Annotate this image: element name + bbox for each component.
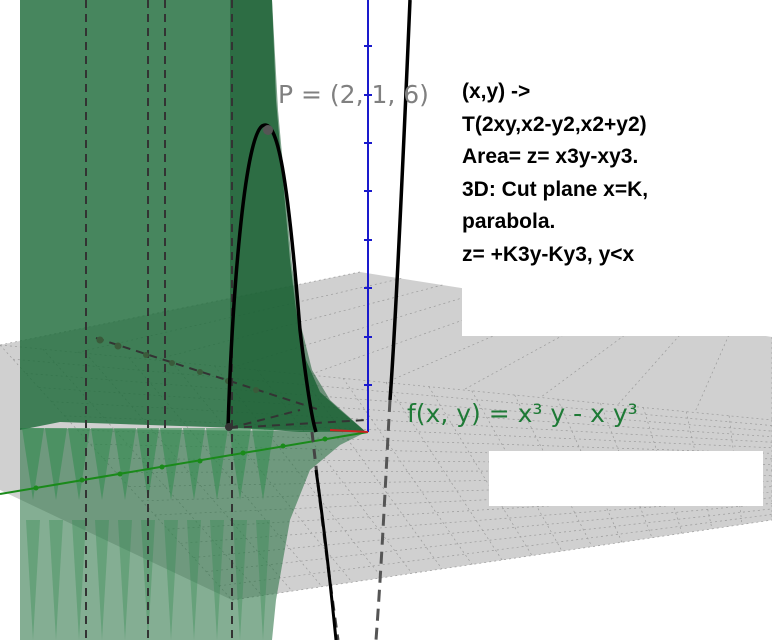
note-line: parabola. (462, 210, 556, 233)
y-axis (0, 431, 369, 495)
large-parabola-curve[interactable] (388, 0, 412, 401)
note-line: z= +K3y-Ky3, y<x (462, 242, 635, 266)
surface-lower (20, 428, 366, 640)
large-parabola-lower-left (314, 469, 338, 640)
origin-point (225, 423, 233, 431)
surface-spikes (22, 428, 274, 640)
surface-front-face (150, 0, 366, 432)
note-line: (x,y) -> (462, 80, 531, 103)
z-axis (364, 0, 372, 432)
function-label: f(x, y) = x³ y - x y³ (407, 399, 638, 428)
dashed-cut-lines (85, 0, 367, 640)
x-axis (329, 429, 369, 433)
note-line: 3D: Cut plane x=K, (462, 177, 649, 201)
input-box[interactable] (489, 451, 763, 506)
point-p[interactable] (263, 125, 273, 135)
point-p-label: P = (2, 1, 6) (278, 80, 429, 109)
explanation-text: (x,y) -> T(2xy,x2-y2,x2+y2) Area= z= x3y… (462, 76, 762, 271)
large-parabola-hidden (374, 399, 392, 640)
dashed-line-markers (96, 336, 259, 393)
cut-parabola-curve[interactable] (226, 123, 318, 433)
text-backdrop (462, 268, 772, 336)
note-line: T(2xy,x2-y2,x2+y2) (462, 112, 647, 136)
note-line: Area= z= x3y-xy3. (462, 145, 639, 168)
